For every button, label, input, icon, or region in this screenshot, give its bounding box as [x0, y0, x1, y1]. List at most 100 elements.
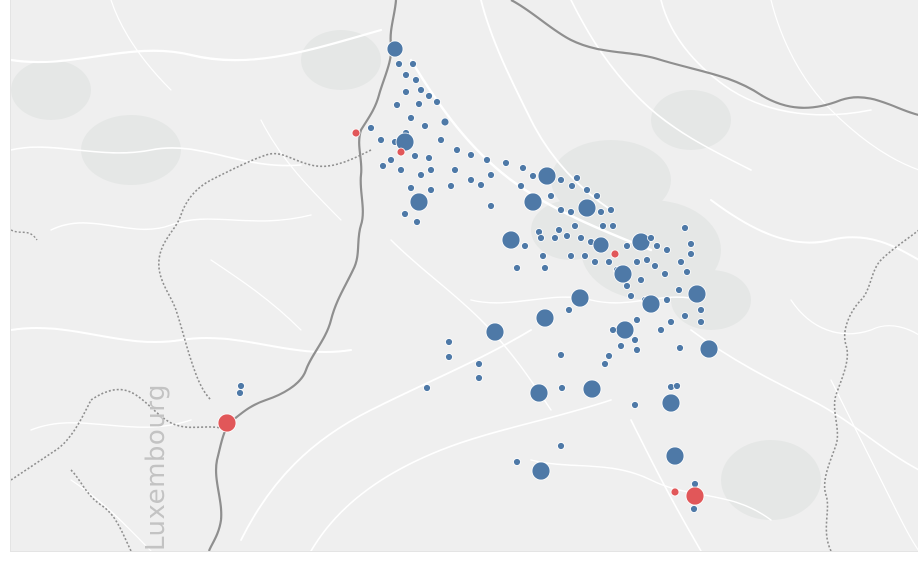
map-marker-blue[interactable] — [633, 316, 641, 324]
map-marker-blue[interactable] — [577, 198, 597, 218]
map-marker-red[interactable] — [351, 128, 361, 138]
map-marker-blue[interactable] — [393, 101, 401, 109]
map-marker-blue[interactable] — [631, 336, 639, 344]
map-marker-blue[interactable] — [687, 250, 695, 258]
map-marker-blue[interactable] — [568, 182, 576, 190]
map-marker-blue[interactable] — [567, 252, 575, 260]
map-marker-blue[interactable] — [401, 210, 409, 218]
map-marker-blue[interactable] — [567, 208, 575, 216]
map-marker-blue[interactable] — [676, 344, 684, 352]
map-marker-blue[interactable] — [599, 222, 607, 230]
map-marker-blue[interactable] — [681, 312, 689, 320]
map-marker-blue[interactable] — [582, 379, 602, 399]
map-marker-blue[interactable] — [623, 282, 631, 290]
map-marker-blue[interactable] — [437, 136, 445, 144]
map-marker-blue[interactable] — [583, 186, 591, 194]
map-marker-blue[interactable] — [663, 296, 671, 304]
map-marker-blue[interactable] — [573, 174, 581, 182]
map-marker-blue[interactable] — [673, 382, 681, 390]
map-marker-blue[interactable] — [402, 71, 410, 79]
map-marker-blue[interactable] — [531, 461, 551, 481]
map-marker-blue[interactable] — [657, 326, 665, 334]
map-marker-blue[interactable] — [557, 176, 565, 184]
map-marker-blue[interactable] — [547, 192, 555, 200]
map-marker-blue[interactable] — [379, 162, 387, 170]
map-marker-blue[interactable] — [447, 182, 455, 190]
map-marker-blue[interactable] — [667, 318, 675, 326]
map-marker-blue[interactable] — [423, 384, 431, 392]
map-marker-blue[interactable] — [623, 242, 631, 250]
map-marker-blue[interactable] — [513, 264, 521, 272]
map-marker-blue[interactable] — [409, 60, 417, 68]
map-marker-blue[interactable] — [699, 339, 719, 359]
map-marker-blue[interactable] — [387, 156, 395, 164]
map-marker-blue[interactable] — [521, 242, 529, 250]
map-marker-blue[interactable] — [592, 236, 610, 254]
map-marker-blue[interactable] — [557, 351, 565, 359]
map-marker-blue[interactable] — [601, 360, 609, 368]
map-marker-blue[interactable] — [631, 232, 651, 252]
map-marker-blue[interactable] — [541, 264, 549, 272]
map-marker-blue[interactable] — [477, 181, 485, 189]
map-marker-red[interactable] — [217, 413, 237, 433]
map-marker-blue[interactable] — [663, 246, 671, 254]
map-marker-blue[interactable] — [681, 224, 689, 232]
map-marker-blue[interactable] — [417, 86, 425, 94]
map-marker-blue[interactable] — [529, 172, 537, 180]
map-marker-blue[interactable] — [407, 114, 415, 122]
map-marker-blue[interactable] — [517, 182, 525, 190]
map-marker-red[interactable] — [610, 249, 620, 259]
map-marker-blue[interactable] — [529, 383, 549, 403]
map-marker-blue[interactable] — [617, 342, 625, 350]
map-marker-blue[interactable] — [627, 292, 635, 300]
map-marker-blue[interactable] — [631, 401, 639, 409]
map-marker-blue[interactable] — [597, 208, 605, 216]
map-marker-blue[interactable] — [415, 100, 423, 108]
map-marker-blue[interactable] — [236, 389, 244, 397]
map-marker-blue[interactable] — [445, 338, 453, 346]
map-marker-blue[interactable] — [615, 320, 635, 340]
map-marker-blue[interactable] — [651, 262, 659, 270]
map-marker-blue[interactable] — [593, 192, 601, 200]
map-marker-blue[interactable] — [557, 442, 565, 450]
map-marker-blue[interactable] — [551, 234, 559, 242]
map-marker-blue[interactable] — [417, 171, 425, 179]
map-marker-blue[interactable] — [633, 346, 641, 354]
map-marker-blue[interactable] — [425, 154, 433, 162]
map-marker-blue[interactable] — [690, 505, 698, 513]
map-marker-blue[interactable] — [643, 256, 651, 264]
map-marker-blue[interactable] — [697, 306, 705, 314]
map-marker-blue[interactable] — [467, 176, 475, 184]
map-canvas[interactable]: Luxembourg — [11, 0, 918, 551]
map-marker-blue[interactable] — [427, 186, 435, 194]
map-marker-blue[interactable] — [605, 352, 613, 360]
map-marker-blue[interactable] — [687, 240, 695, 248]
map-marker-red[interactable] — [396, 147, 406, 157]
map-marker-blue[interactable] — [557, 206, 565, 214]
map-marker-blue[interactable] — [535, 308, 555, 328]
map-marker-blue[interactable] — [377, 136, 385, 144]
map-marker-red[interactable] — [685, 486, 705, 506]
map-marker-blue[interactable] — [558, 384, 566, 392]
map-marker-blue[interactable] — [609, 326, 617, 334]
map-marker-blue[interactable] — [647, 234, 655, 242]
map-marker-blue[interactable] — [445, 353, 453, 361]
map-marker-blue[interactable] — [433, 98, 441, 106]
map-marker-blue[interactable] — [409, 192, 429, 212]
map-marker-blue[interactable] — [581, 252, 589, 260]
map-marker-blue[interactable] — [467, 151, 475, 159]
map-marker-blue[interactable] — [427, 166, 435, 174]
map-marker-blue[interactable] — [475, 360, 483, 368]
map-marker-blue[interactable] — [397, 166, 405, 174]
map-marker-blue[interactable] — [571, 222, 579, 230]
map-marker-blue[interactable] — [637, 276, 645, 284]
map-marker-blue[interactable] — [661, 393, 681, 413]
map-marker-blue[interactable] — [237, 382, 245, 390]
map-marker-blue[interactable] — [485, 322, 505, 342]
map-marker-blue[interactable] — [675, 286, 683, 294]
map-marker-blue[interactable] — [487, 202, 495, 210]
map-marker-blue[interactable] — [565, 306, 573, 314]
map-marker-blue[interactable] — [687, 284, 707, 304]
map-marker-blue[interactable] — [412, 76, 420, 84]
map-marker-blue[interactable] — [421, 122, 429, 130]
